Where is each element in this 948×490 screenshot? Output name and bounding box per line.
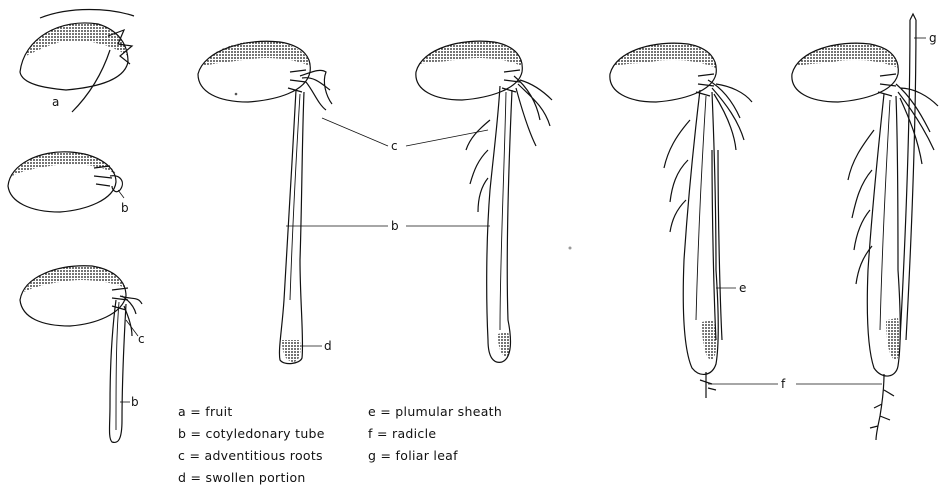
label-a: a xyxy=(52,95,59,109)
stage-1-fruit xyxy=(20,10,134,113)
label-g-group: g xyxy=(929,31,937,45)
stage-2-fruit xyxy=(8,152,124,212)
stage-3-seedling xyxy=(20,266,142,443)
label-a-group: a xyxy=(52,95,59,109)
label-b-stage2-group: b xyxy=(121,201,129,215)
legend-item-a: a = fruit xyxy=(178,404,233,419)
leaders-f: f xyxy=(708,377,882,391)
stage-7-seedling xyxy=(792,14,938,440)
label-b-stage3: b xyxy=(131,395,139,409)
legend-item-d: d = swollen portion xyxy=(178,470,306,485)
labels-stage3: c b xyxy=(131,332,145,409)
label-e-group: e xyxy=(739,281,746,295)
label-e: e xyxy=(739,281,746,295)
legend-item-c: c = adventitious roots xyxy=(178,448,323,463)
stage-5-seedling xyxy=(416,41,552,362)
legend-item-b: b = cotyledonary tube xyxy=(178,426,325,441)
speck xyxy=(235,93,238,96)
label-f-shared: f xyxy=(781,377,786,391)
leaders-c-b: c b xyxy=(286,118,490,233)
label-d-group: d xyxy=(324,339,332,353)
label-c-shared: c xyxy=(391,139,398,153)
label-b-shared: b xyxy=(391,219,399,233)
speck xyxy=(569,247,572,250)
label-d: d xyxy=(324,339,332,353)
stage-4-seedling xyxy=(198,41,332,364)
legend-item-e: e = plumular sheath xyxy=(368,404,502,419)
label-c-stage3: c xyxy=(138,332,145,346)
label-g: g xyxy=(929,31,937,45)
label-b-stage2: b xyxy=(121,201,129,215)
stage-6-seedling xyxy=(610,43,752,398)
legend-item-f: f = radicle xyxy=(368,426,436,441)
legend-item-g: g = foliar leaf xyxy=(368,448,458,463)
